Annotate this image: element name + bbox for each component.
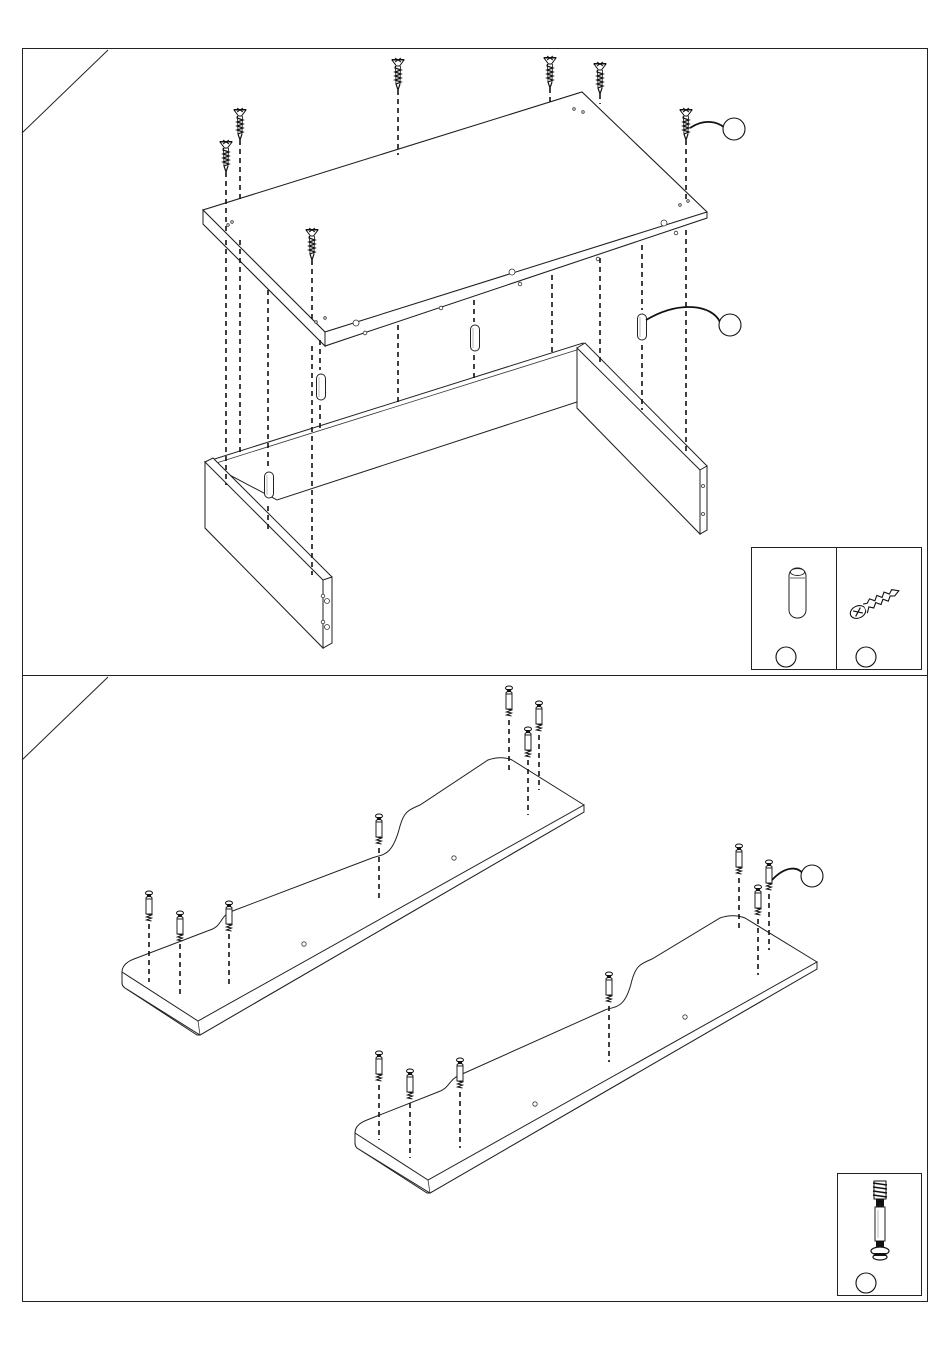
cam-bolt-icon [871, 1181, 889, 1260]
parts-legend-step-1 [752, 547, 922, 670]
screw-icon [220, 140, 232, 172]
cam-bolt-icon [376, 1051, 383, 1081]
cam-bolt-icon [606, 972, 613, 1002]
cam-bolt-icon [766, 860, 773, 890]
screw-icon [594, 62, 606, 94]
callout-circle-dowel [719, 314, 741, 336]
cam-bolt-icon [736, 844, 743, 874]
cam-bolt-icon [146, 891, 153, 921]
cam-bolt-icon [525, 727, 532, 757]
bottom-panel-left [122, 758, 584, 1035]
cam-bolt-icon [755, 885, 762, 915]
bottom-panel-right [355, 916, 817, 1193]
screw-icon [680, 108, 692, 140]
parts-legend-step-2 [838, 1174, 922, 1296]
cam-bolt-icon [506, 686, 513, 716]
screw-icon [848, 586, 902, 621]
cam-bolt-icon [177, 911, 184, 941]
screw-icon [234, 108, 246, 140]
dowel-icon [471, 325, 480, 351]
top-panel [203, 92, 707, 346]
dowel-icon [638, 314, 647, 340]
cam-bolt-icon [376, 814, 383, 844]
step-number-slash [22, 677, 108, 760]
dowel-icon [317, 374, 326, 400]
cam-bolt-icon [407, 1069, 414, 1099]
cam-bolt-icon [536, 701, 543, 731]
step-number-slash [22, 50, 108, 133]
screw-icon [392, 58, 404, 90]
base-assembly [205, 343, 707, 648]
dowel-icon [789, 568, 806, 618]
dowel-icon [265, 472, 274, 498]
screw-icon [544, 56, 556, 88]
back-panel [205, 343, 583, 500]
callout-circle-cam-bolt [801, 865, 823, 887]
callout-circle-screw [723, 118, 745, 140]
